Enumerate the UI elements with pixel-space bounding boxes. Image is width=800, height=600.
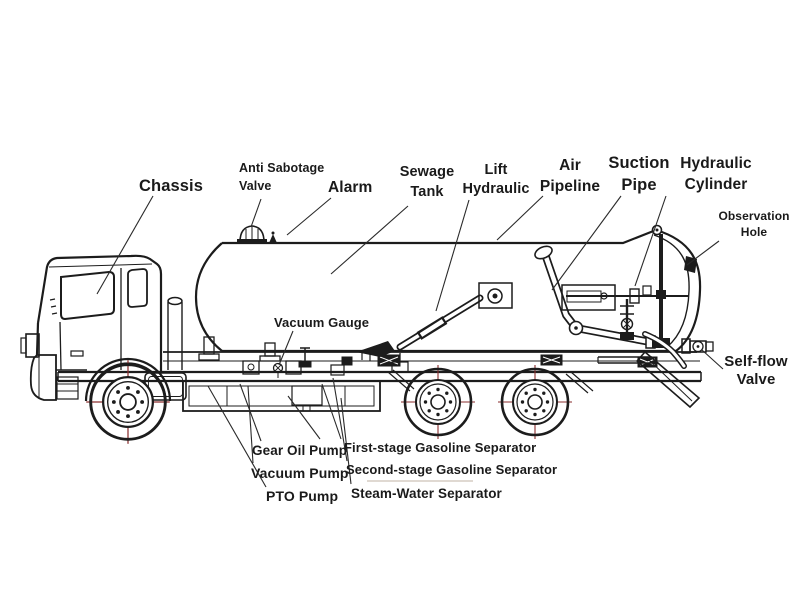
leader-alarm [286,197,332,236]
exhaust-stack [167,296,183,306]
pipe-elbow-cap [534,245,553,260]
leader-second-stage [332,377,348,462]
leader-vacuum-gauge [278,330,294,366]
label-vacuum-pump: Vacuum Pump [251,465,349,481]
label-suction-pipe: Suction Pipe [608,154,670,194]
tank-support-leg [264,342,276,357]
cylinder-mount-plate [478,282,513,309]
label-lift-hydraulic: Lift Hydraulic [462,162,530,197]
gear-oil-pump-part [242,360,260,375]
label-hydraulic-cylinder: Hydraulic Cylinder [680,155,752,193]
front-wheel-arch [84,357,172,402]
label-vacuum-gauge: Vacuum Gauge [274,315,370,330]
rear-wheel-2 [496,363,574,441]
label-chassis: Chassis [139,177,203,195]
label-sewage-tank: Sewage Tank [399,164,455,200]
cab-step [56,376,79,400]
label-alarm: Alarm [328,179,373,196]
rear-side-window [127,268,148,308]
leader-suction-pipe [551,195,622,291]
a-pillar-vents [49,298,58,315]
alarm-part [269,231,277,243]
suction-pipe-drawing [534,245,656,349]
leader-chassis [96,195,154,295]
leader-gear-oil-pump-b [287,395,321,440]
door-window [60,270,115,321]
spring-shackles [387,369,594,394]
leader-hydraulic-cylinder [634,195,667,287]
leader-first-stage [321,383,342,440]
label-air-pipeline: Air Pipeline [539,157,601,195]
label-observation-hole: Observation Hole [718,209,790,239]
leader-steam-water [340,397,352,485]
label-pto-pump: PTO Pump [266,488,339,504]
rear-wheel-1 [399,363,477,441]
leader-self-flow-valve [701,349,724,370]
label-steam-water-separator: Steam-Water Separator [351,486,502,501]
label-self-flow-valve: Self-flow Valve [724,353,788,388]
door-handle [70,350,84,357]
leader-observation-hole [686,240,720,266]
hydraulic-cylinder-part [652,234,670,348]
self-flow-valve-part [681,338,714,354]
leader-lift-hydraulic [435,199,470,312]
rear-door-inner [653,234,690,348]
label-second-stage-separator: Second-stage Gasoline Separator [346,462,558,477]
label-anti-sabotage-valve: Anti Sabotage Valve [239,161,325,193]
rear-platform-drawing [597,331,714,409]
label-first-stage-separator: First-stage Gasoline Separator [344,440,537,455]
discharge-chute [635,350,701,409]
lift-hydraulic-drawing [356,282,513,361]
leader-sewage-tank [330,205,409,275]
vacuum-gauge-part [272,362,284,378]
leader-air-pipeline [496,195,544,241]
lock-plate [561,284,616,311]
pump-equipment-drawing [242,347,409,378]
leader-vacuum-pump [247,385,254,464]
leader-lines [96,195,724,488]
label-gear-oil-pump: Gear Oil Pump [252,443,348,458]
drain-valve-cluster [620,299,634,340]
leader-pto-pump [207,385,267,488]
side-toolbox [182,380,381,412]
leader-gear-oil-pump-a [239,383,262,442]
anti-sabotage-valve-part [237,225,267,244]
leader-anti-sabotage-valve [250,198,262,228]
